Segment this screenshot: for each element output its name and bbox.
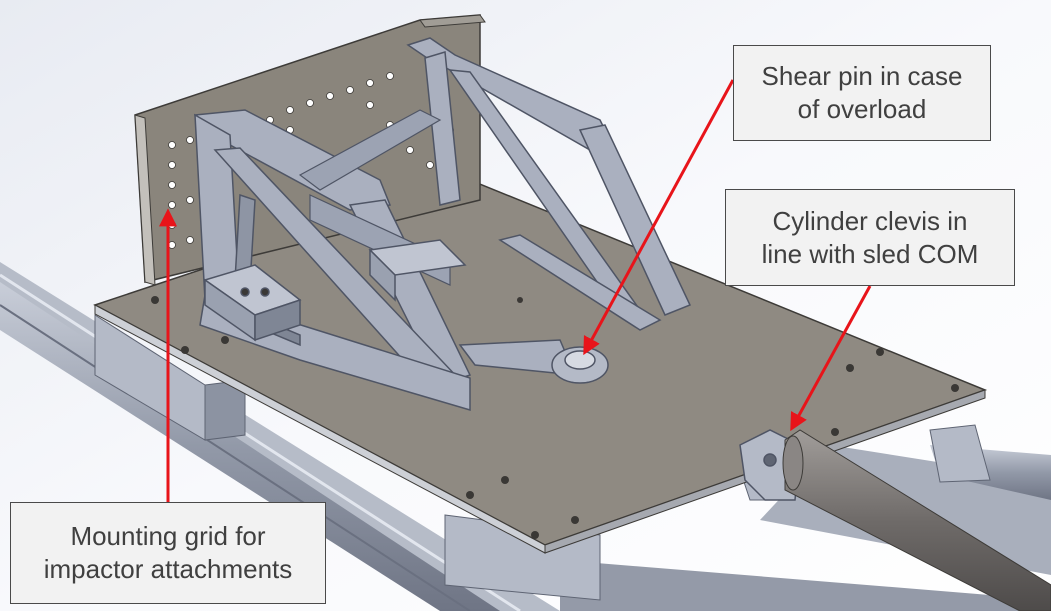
arrow-cylinder-clevis	[790, 285, 872, 432]
callout-cylinder-clevis: Cylinder clevis in line with sled COM	[725, 189, 1015, 286]
callout-shear-pin: Shear pin in case of overload	[733, 45, 991, 141]
callout-shear-pin-line2: of overload	[797, 94, 927, 124]
arrow-shear-pin	[583, 79, 735, 356]
callout-mounting-grid-line1: Mounting grid for	[70, 521, 266, 551]
shear-pin-link	[458, 339, 609, 384]
callout-mounting-grid-line2: impactor attachments	[43, 554, 293, 584]
callout-cylinder-clevis-line2: line with sled COM	[761, 238, 979, 269]
callout-shear-pin-line1: Shear pin in case	[761, 61, 963, 91]
callout-mounting-grid: Mounting grid for impactor attachments	[10, 502, 326, 604]
callout-cylinder-clevis-line1: Cylinder clevis in	[772, 205, 968, 236]
front-mounting-block	[203, 264, 302, 342]
rear-mounting-block	[368, 239, 467, 302]
rear-truss-frame	[406, 37, 692, 331]
